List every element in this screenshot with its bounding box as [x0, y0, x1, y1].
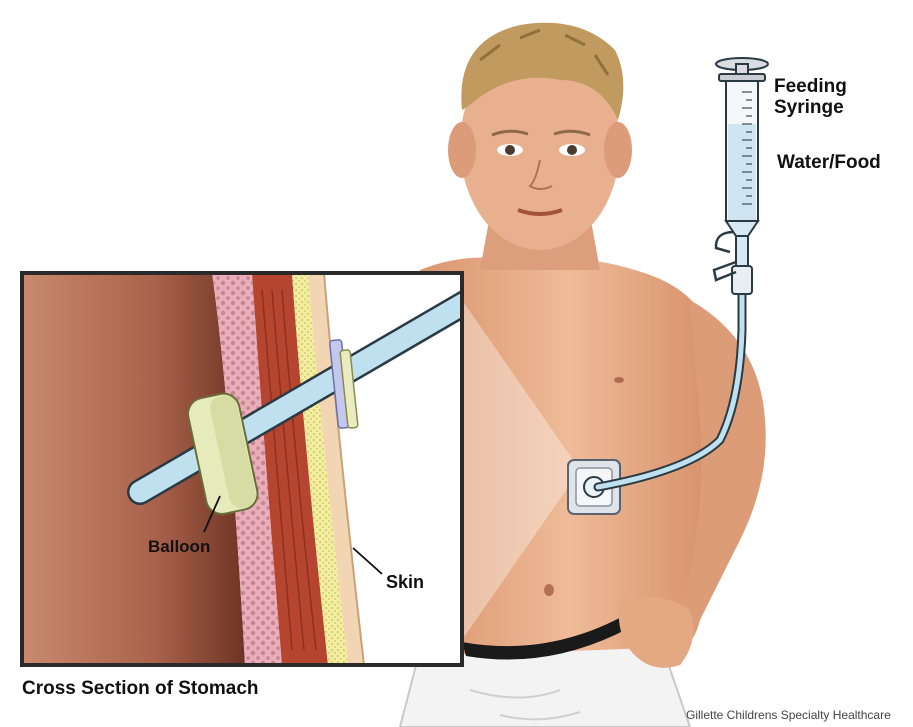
tube-clamp-icon [714, 232, 736, 280]
contents-label: Water/Food [777, 152, 881, 174]
cross-section-inset [22, 273, 470, 665]
syringe-label-line2: Syringe [774, 97, 844, 119]
inset-caption: Cross Section of Stomach [22, 678, 259, 700]
feeding-syringe-icon [716, 58, 768, 294]
balloon-label: Balloon [148, 537, 210, 557]
credit-line: Gillette Childrens Specialty Healthcare [686, 708, 891, 722]
skin-label: Skin [386, 572, 424, 593]
syringe-label-line1: Feeding [774, 76, 847, 98]
